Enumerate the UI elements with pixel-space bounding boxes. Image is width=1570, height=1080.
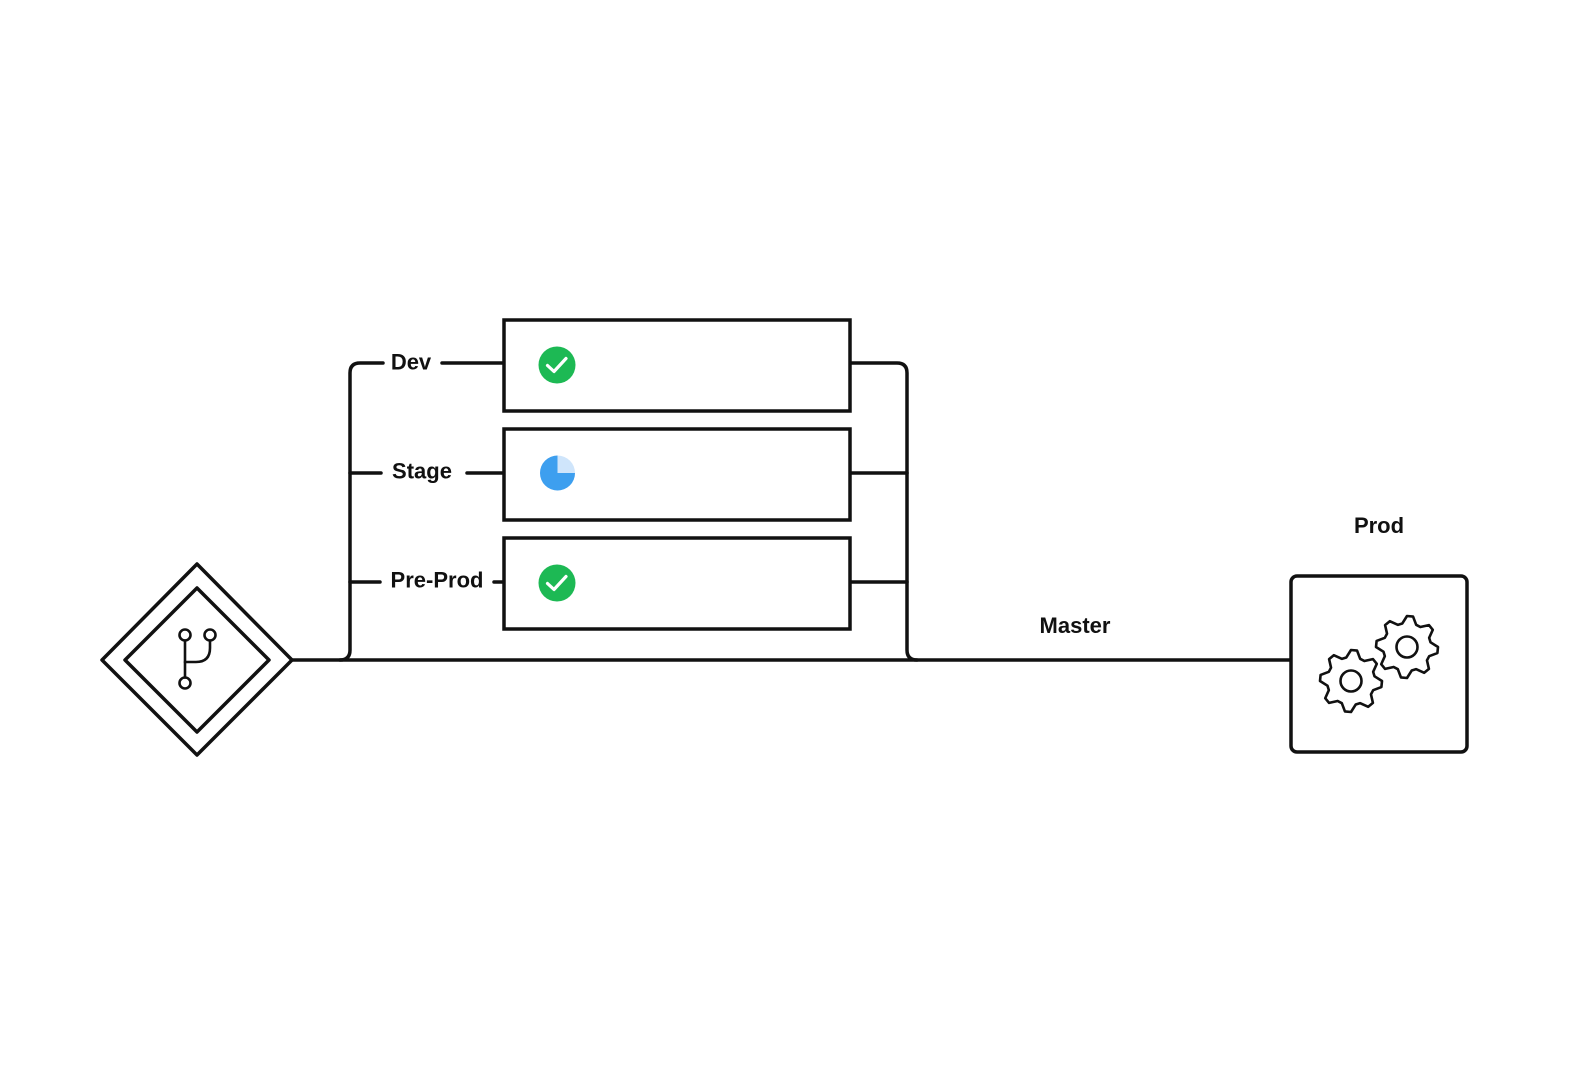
branch-label-dev: Dev	[391, 350, 432, 375]
prod-box[interactable]	[1289, 574, 1469, 754]
connector-lines	[290, 361, 1293, 662]
branch-stage[interactable]: Stage	[392, 427, 852, 522]
branch-dev[interactable]: Dev	[391, 318, 852, 413]
source-node[interactable]	[100, 562, 294, 757]
git-branch-icon	[178, 628, 217, 690]
prod-label: Prod	[1354, 513, 1404, 538]
branch-label-preprod: Pre-Prod	[391, 568, 484, 593]
branch-box-dev[interactable]	[502, 318, 852, 413]
gears-icon	[1318, 614, 1440, 714]
right-trunk	[848, 361, 919, 662]
source-diamond-inner	[123, 586, 271, 734]
check-circle-icon	[538, 564, 576, 602]
check-circle-icon	[538, 346, 576, 384]
branch-label-stage: Stage	[392, 459, 452, 484]
pie-progress-icon	[540, 455, 575, 491]
left-trunk	[338, 361, 385, 662]
master-label: Master	[1040, 613, 1111, 638]
prod-node[interactable]: Prod	[1289, 513, 1469, 754]
branch-preprod[interactable]: Pre-Prod	[391, 536, 852, 631]
